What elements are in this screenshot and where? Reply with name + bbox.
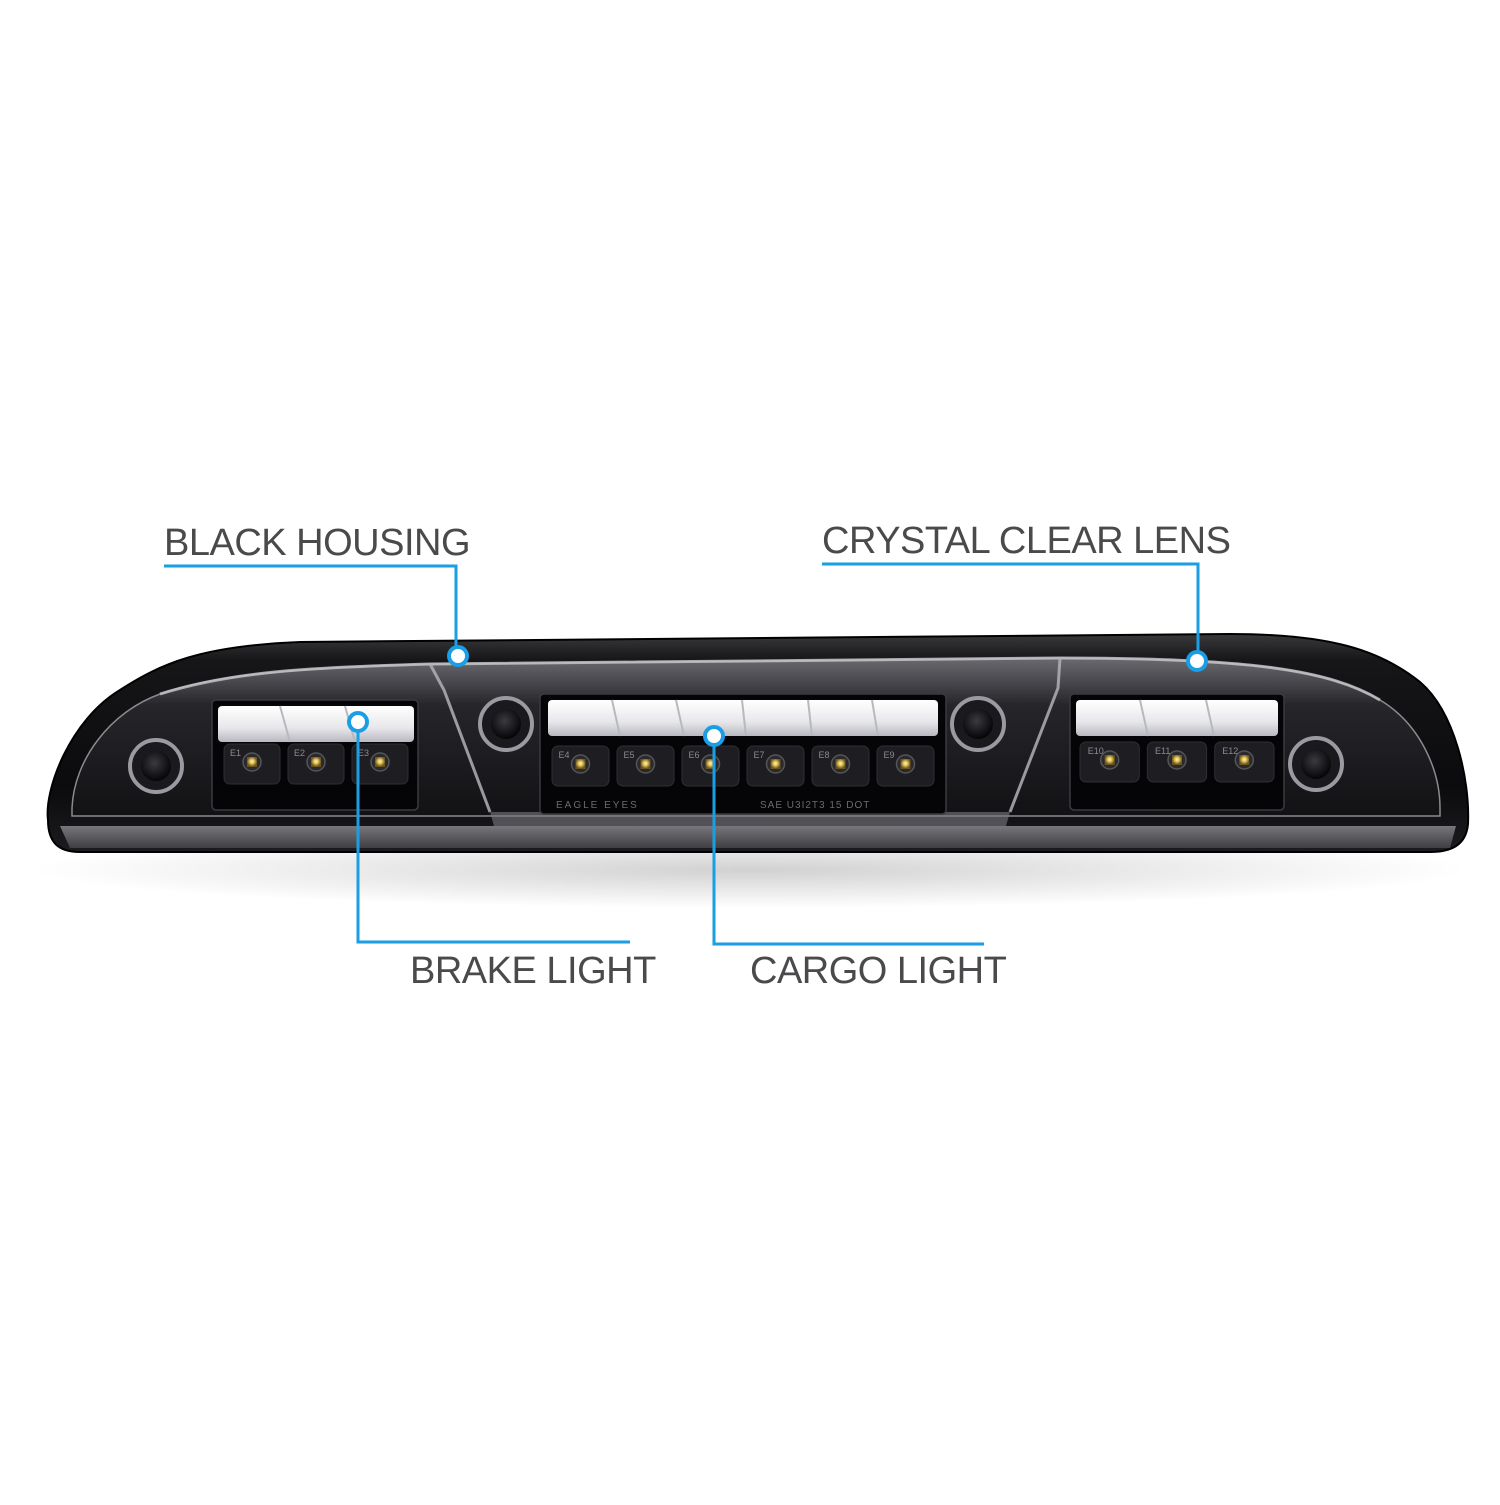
lens-divider-left (428, 663, 492, 813)
lens-text-left: EAGLE EYES (556, 800, 639, 811)
led-marking-label: E12 (1222, 746, 1238, 756)
led-e5: E5 (616, 745, 675, 787)
anchor-dot-crystal-clear-lens (1186, 650, 1208, 672)
led-marking-label: E1 (230, 748, 241, 758)
cargo-light-leds: E4 E5 E6 E7 E8 E9 (551, 745, 935, 787)
left-reflector-strip (218, 705, 414, 743)
led-marking-label: E11 (1155, 746, 1170, 756)
led-e1: E1 (223, 743, 281, 785)
mounting-bolt-far-left (128, 738, 184, 794)
lens-divider-right (1008, 657, 1062, 813)
anchor-dot-brake-light (347, 711, 369, 733)
led-marking-label: E4 (559, 750, 570, 760)
center-reflector-strip (548, 699, 938, 737)
lens-center-lip (490, 812, 1010, 826)
mounting-bolt-center-right (950, 696, 1006, 752)
led-e4: E4 (551, 745, 610, 787)
callout-cargo-light: CARGO LIGHT (750, 950, 1007, 992)
leader-line-cargo-light (712, 736, 984, 946)
led-e2: E2 (287, 743, 345, 785)
housing-bottom-edge (60, 826, 1456, 848)
led-marking-label: E6 (689, 750, 700, 760)
led-marking-label: E10 (1088, 746, 1104, 756)
callout-black-housing: BLACK HOUSING (164, 522, 471, 564)
brake-light-leds-left: E1 E2 E3 (223, 743, 409, 785)
mounting-bolt-center-left (478, 696, 534, 752)
right-reflector-strip (1076, 699, 1278, 737)
led-marking-label: E3 (358, 748, 369, 758)
lens-text-right: SAE U3I2T3 15 DOT (760, 800, 870, 811)
lens-top-highlight (159, 656, 1381, 702)
led-marking-label: E8 (819, 750, 830, 760)
led-e12: E12 (1214, 741, 1275, 783)
led-e7: E7 (746, 745, 805, 787)
led-e6: E6 (681, 745, 740, 787)
mounting-bolt-far-right (1288, 736, 1344, 792)
callout-brake-light: BRAKE LIGHT (410, 950, 656, 992)
leader-line-black-housing (164, 564, 458, 656)
led-e9: E9 (876, 745, 935, 787)
led-e10: E10 (1079, 741, 1140, 783)
anchor-dot-black-housing (447, 645, 469, 667)
led-e8: E8 (811, 745, 870, 787)
led-marking-label: E9 (884, 750, 895, 760)
leader-line-brake-light (356, 720, 630, 944)
led-marking-label: E5 (624, 750, 635, 760)
led-marking-label: E7 (754, 750, 765, 760)
led-marking-label: E2 (294, 748, 305, 758)
leader-line-crystal-clear-lens (822, 562, 1200, 660)
brake-light-leds-right: E10 E11 E12 (1079, 741, 1275, 783)
callout-crystal-clear-lens: CRYSTAL CLEAR LENS (822, 520, 1231, 562)
led-e3: E3 (351, 743, 409, 785)
led-e11: E11 (1146, 741, 1208, 783)
anchor-dot-cargo-light (703, 725, 725, 747)
